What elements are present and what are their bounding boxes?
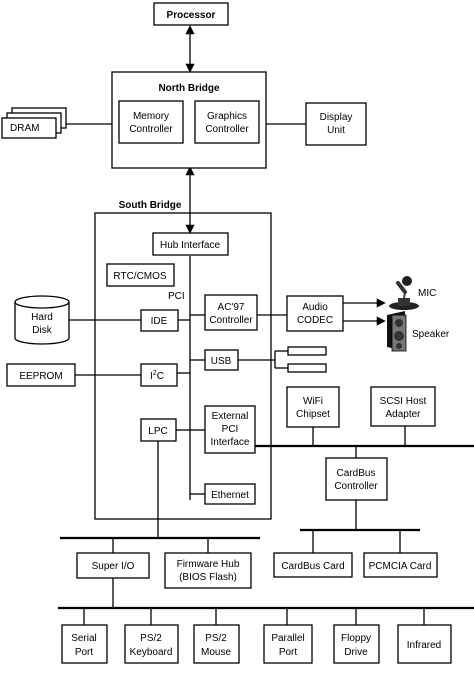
usb-ports-icon: [287, 346, 327, 373]
wifi-line1: WiFi: [303, 396, 323, 407]
pcmcia-card-label: PCMCIA Card: [369, 561, 432, 572]
scsi-host-adapter-block: SCSI Host Adapter: [370, 386, 436, 427]
ps2-mouse-line1: PS/2: [205, 633, 227, 644]
hard-disk-line1: Hard: [31, 312, 53, 323]
pcmcia-card-block: PCMCIA Card: [363, 552, 438, 578]
ac97-line1: AC'97: [218, 302, 245, 313]
south-bridge-block: South Bridge Hub Interface RTC/CMOS PCI …: [94, 200, 272, 520]
ps2-keyboard-block: PS/2 Keyboard: [124, 624, 179, 664]
cardbus-card-label: CardBus Card: [281, 561, 344, 572]
usb-box: [204, 349, 239, 371]
ps2-keyboard-line1: PS/2: [140, 633, 162, 644]
audio-codec-block: Audio CODEC: [286, 295, 344, 332]
dram-label: DRAM: [10, 123, 39, 134]
microphone-icon: [389, 276, 419, 310]
ethernet-label: Ethernet: [211, 490, 249, 501]
ide-box: [140, 309, 179, 332]
lpc-label: LPC: [148, 426, 167, 437]
ps2-keyboard-line2: Keyboard: [130, 647, 173, 658]
scsi-line1: SCSI Host: [380, 396, 427, 407]
wifi-line2: Chipset: [296, 409, 330, 420]
audio-codec-line1: Audio: [302, 302, 328, 313]
i2c-box: [140, 363, 178, 387]
floppy-drive-block: Floppy Drive: [333, 624, 380, 664]
ps2-mouse-block: PS/2 Mouse: [193, 624, 240, 664]
infrared-block: Infrared: [397, 624, 452, 664]
processor-label: Processor: [167, 10, 216, 21]
speaker-label: Speaker: [412, 329, 450, 340]
serial-port-line2: Port: [75, 647, 94, 658]
memory-controller-line2: Controller: [129, 124, 173, 135]
cardbus-controller-block: CardBus Controller: [325, 457, 388, 501]
hub-interface-label: Hub Interface: [160, 240, 220, 251]
memory-controller-line1: Memory: [133, 111, 169, 122]
display-unit-line2: Unit: [327, 125, 345, 136]
hard-disk-block: Hard Disk: [14, 295, 70, 345]
ext-pci-line2: PCI: [222, 424, 239, 435]
eeprom-block: EEPROM: [6, 363, 76, 387]
hub-interface-box: [152, 232, 229, 256]
ethernet-box: [204, 483, 256, 505]
graphics-controller-box: [194, 100, 260, 144]
ps2-mouse-line2: Mouse: [201, 647, 231, 658]
south-bridge-title: South Bridge: [119, 200, 182, 211]
serial-port-line1: Serial: [71, 633, 97, 644]
pci-label: PCI: [168, 291, 185, 302]
eeprom-label: EEPROM: [19, 371, 62, 382]
cardbus-controller-line1: CardBus: [337, 468, 376, 479]
cardbus-card-block: CardBus Card: [273, 552, 353, 578]
rtc-cmos-box: [106, 263, 175, 287]
firmware-hub-block: Firmware Hub (BIOS Flash): [164, 552, 252, 589]
ext-pci-line1: External: [212, 411, 249, 422]
rtc-cmos-label: RTC/CMOS: [113, 271, 166, 282]
firmware-hub-line2: (BIOS Flash): [179, 572, 237, 583]
i2c-label: I2C: [150, 370, 164, 382]
speaker-icon: [387, 311, 407, 352]
super-io-label: Super I/O: [92, 561, 135, 572]
firmware-hub-line1: Firmware Hub: [177, 559, 240, 570]
ac97-line2: Controller: [209, 315, 253, 326]
cardbus-controller-line2: Controller: [334, 481, 378, 492]
infrared-label: Infrared: [407, 640, 441, 651]
ac97-controller-box: [204, 294, 258, 331]
lpc-box: [140, 418, 177, 442]
graphics-controller-line2: Controller: [205, 124, 249, 135]
connectors: [58, 25, 474, 625]
external-pci-interface-box: [204, 405, 256, 454]
north-bridge-block: North Bridge Memory Controller Graphics …: [111, 71, 267, 169]
wifi-chipset-block: WiFi Chipset: [286, 386, 340, 428]
floppy-drive-line2: Drive: [344, 647, 368, 658]
ide-label: IDE: [151, 316, 168, 327]
display-unit-line1: Display: [320, 112, 353, 123]
audio-codec-line2: CODEC: [297, 315, 333, 326]
super-io-block: Super I/O: [76, 552, 150, 579]
serial-port-block: Serial Port: [61, 624, 108, 664]
processor-block: Processor: [153, 2, 229, 26]
display-unit-block: Display Unit: [305, 102, 367, 146]
dram-block: DRAM: [1, 107, 67, 139]
parallel-port-line1: Parallel: [271, 633, 304, 644]
floppy-drive-line1: Floppy: [341, 633, 371, 644]
scsi-line2: Adapter: [385, 409, 421, 420]
parallel-port-block: Parallel Port: [263, 624, 313, 664]
north-bridge-title: North Bridge: [158, 83, 220, 94]
usb-label: USB: [211, 356, 232, 367]
parallel-port-line2: Port: [279, 647, 298, 658]
mic-label: MIC: [418, 288, 436, 299]
hard-disk-line2: Disk: [32, 325, 52, 336]
memory-controller-box: [118, 100, 184, 144]
ext-pci-line3: Interface: [211, 437, 250, 448]
graphics-controller-line1: Graphics: [207, 111, 247, 122]
